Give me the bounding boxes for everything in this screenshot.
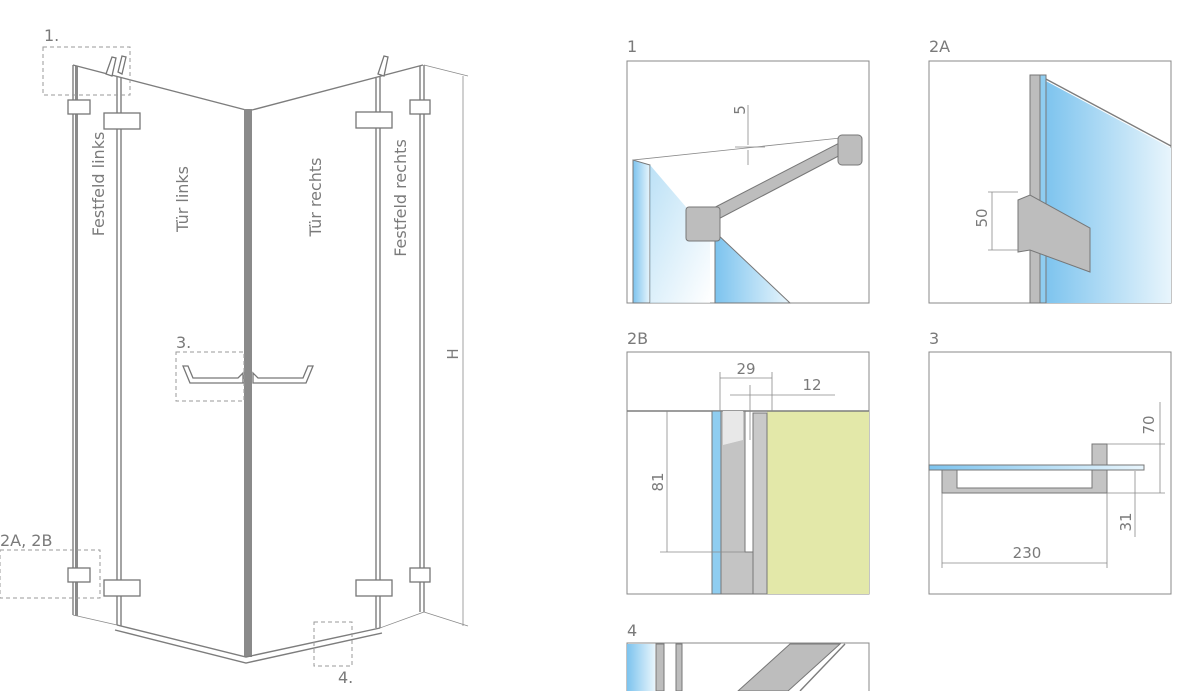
hinge-icon (103, 579, 141, 597)
callout-box-1 (42, 46, 131, 96)
detail-2a: 2A 50 (928, 37, 1172, 304)
glass-clamp (685, 206, 721, 242)
wall-area (767, 411, 869, 594)
handle-left (182, 365, 244, 384)
callout-box-2 (0, 549, 101, 599)
center-corner-profile (244, 109, 252, 657)
stabilizer-bracket-left (105, 55, 127, 77)
wall-profile (1029, 74, 1041, 304)
detail-4: 4 (626, 621, 870, 691)
detail-title-4: 4 (627, 621, 637, 640)
stabilizer-bracket-right (377, 55, 389, 77)
dim-value: 12 (802, 376, 821, 394)
height-label: H (444, 348, 462, 359)
hinge-icon (409, 567, 431, 583)
panel-label-door-left: Tür links (173, 166, 192, 233)
detail-3: 3 70 31 230 (928, 329, 1172, 595)
dim-value: 50 (973, 208, 991, 227)
panel-label-fixed-left: Festfeld links (89, 132, 108, 237)
dim-value: 70 (1140, 415, 1158, 434)
dim-value: 5 (731, 105, 749, 115)
fixed-left-profile (75, 66, 78, 616)
detail-2b: 2B 29 12 81 (626, 329, 870, 595)
detail-title-1: 1 (627, 37, 637, 56)
hinge-icon (67, 567, 91, 583)
callout-label-4: 4. (338, 668, 353, 687)
wall-mount (837, 134, 863, 166)
hinge-icon (103, 112, 141, 130)
hinge-icon (355, 579, 393, 597)
detail-title-2a: 2A (929, 37, 950, 56)
hinge-detail (1017, 194, 1091, 273)
dim-value: 31 (1117, 512, 1135, 531)
detail-title-3: 3 (929, 329, 939, 348)
callout-label-2: 2A, 2B (0, 531, 52, 550)
callout-box-3 (175, 351, 245, 402)
handle-section (941, 443, 1108, 494)
dim-value: 230 (1013, 544, 1042, 562)
hinge-icon (355, 111, 393, 129)
detail-1: 1 5 (626, 37, 870, 304)
panel-label-door-right: Tür rechts (306, 158, 325, 238)
callout-box-4 (313, 621, 353, 667)
panel-label-fixed-right: Festfeld rechts (391, 139, 410, 257)
callout-label-3: 3. (176, 333, 191, 352)
overview-drawing: H 1. 3. 2A, 2B 4. Festfeld links Tür lin… (0, 26, 469, 687)
dim-value: 81 (649, 472, 667, 491)
handle-right (252, 365, 314, 384)
hinge-icon (409, 99, 431, 115)
hinge-icon (67, 99, 91, 115)
dim-value: 29 (736, 360, 755, 378)
detail-title-2b: 2B (627, 329, 648, 348)
callout-label-1: 1. (44, 26, 59, 45)
